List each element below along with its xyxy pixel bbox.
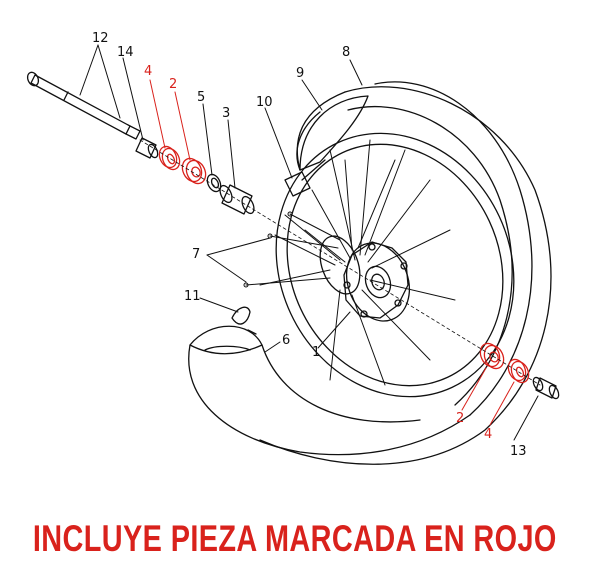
rim-band — [231, 306, 257, 335]
tire — [259, 81, 552, 465]
spokes — [259, 139, 456, 386]
spacer — [219, 184, 255, 215]
wheel-exploded-diagram: 12 14 4 2 5 3 10 9 8 7 11 6 1 2 4 13 — [26, 31, 560, 465]
axis-line — [139, 139, 541, 386]
bearing-bottom-highlighted — [479, 342, 505, 370]
valve-stem — [284, 159, 326, 197]
label-13: 13 — [510, 444, 527, 459]
label-4-top: 4 — [144, 64, 152, 79]
hub — [319, 235, 410, 322]
label-11: 11 — [184, 289, 201, 304]
leader-lines — [79, 44, 539, 441]
loose-spokes — [243, 211, 341, 288]
axle — [26, 71, 141, 140]
oil-seal-bottom-highlighted — [507, 358, 530, 384]
spacer-collar — [532, 376, 560, 400]
bearing-top-highlighted — [181, 157, 207, 185]
inner-tube — [188, 95, 471, 456]
part-labels: 12 14 4 2 5 3 10 9 8 7 11 6 1 2 4 13 — [92, 31, 527, 459]
label-7: 7 — [192, 247, 200, 262]
label-5: 5 — [197, 90, 205, 105]
label-10: 10 — [256, 95, 273, 110]
collar — [135, 137, 159, 159]
label-9: 9 — [296, 66, 304, 81]
label-12: 12 — [92, 31, 109, 46]
label-8: 8 — [342, 45, 350, 60]
rim — [275, 132, 515, 398]
label-2-bottom: 2 — [456, 411, 464, 426]
label-1: 1 — [312, 345, 320, 360]
label-14: 14 — [117, 45, 134, 60]
label-6: 6 — [282, 333, 290, 348]
label-2-top: 2 — [169, 77, 177, 92]
label-4-bottom: 4 — [484, 427, 492, 442]
label-3: 3 — [222, 106, 230, 121]
caption-text: INCLUYE PIEZA MARCADA EN ROJO — [33, 518, 557, 559]
caption-banner: INCLUYE PIEZA MARCADA EN ROJO — [0, 500, 590, 578]
oil-seal-top-highlighted — [158, 145, 181, 171]
